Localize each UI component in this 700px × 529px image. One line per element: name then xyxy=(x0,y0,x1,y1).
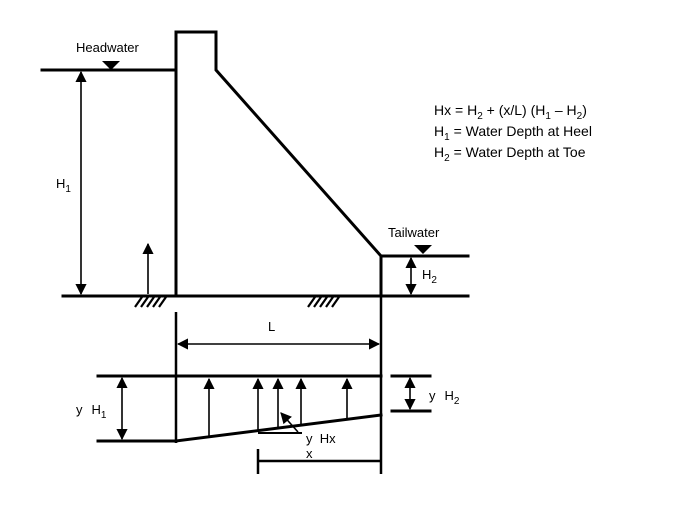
length-label: L xyxy=(268,319,275,334)
headwater-label: Headwater xyxy=(76,40,140,55)
h2-label: H2 xyxy=(422,267,437,286)
dam-outline xyxy=(174,30,383,298)
ground-hatch-right-icon xyxy=(307,296,340,308)
equation-hx: Hx = H2 + (x/L) (H1 – H2) xyxy=(434,102,587,122)
tailwater-triangle-icon xyxy=(414,245,432,254)
uplift-slope-line xyxy=(174,413,383,443)
equation-h2-definition: H2 = Water Depth at Toe xyxy=(434,144,586,164)
hx-diagonal xyxy=(280,412,299,433)
uplift-pressure-arrows xyxy=(203,377,353,436)
ground-hatch-left-icon xyxy=(134,296,167,308)
y-hx-label: y Hx xyxy=(306,431,336,446)
headwater-triangle-icon xyxy=(102,61,120,70)
h1-label: H1 xyxy=(56,176,71,195)
equation-h1-definition: H1 = Water Depth at Heel xyxy=(434,123,592,143)
tailwater-label: Tailwater xyxy=(388,225,440,240)
equation-block: Hx = H2 + (x/L) (H1 – H2) H1 = Water Dep… xyxy=(434,102,592,164)
x-label: x xyxy=(306,446,313,461)
